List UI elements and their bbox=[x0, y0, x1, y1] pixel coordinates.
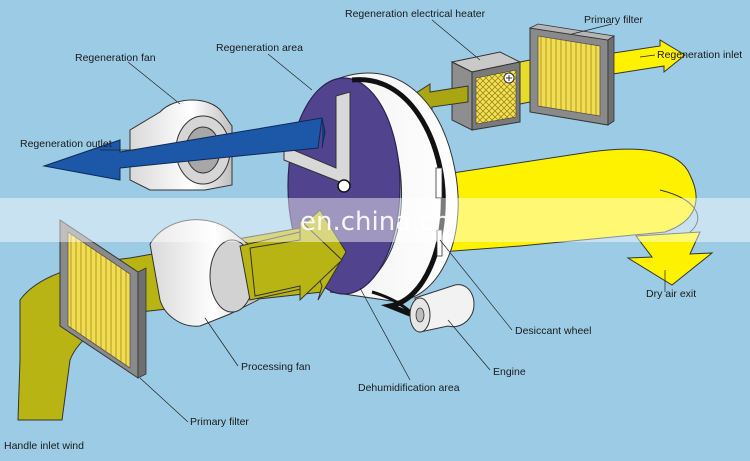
label-handle-inlet-wind: Handle inlet wind bbox=[4, 440, 84, 452]
primary-filter-top bbox=[530, 24, 614, 125]
label-engine: Engine bbox=[493, 366, 526, 378]
label-regeneration-electrical-heater: Regeneration electrical heater bbox=[345, 8, 486, 20]
label-desiccant-wheel: Desiccant wheel bbox=[515, 325, 591, 337]
wheel-slot bbox=[436, 168, 442, 198]
label-regeneration-inlet: Regeneration inlet bbox=[657, 49, 742, 61]
label-processing-fan: Processing fan bbox=[241, 361, 311, 373]
heater-feed-duct bbox=[520, 60, 530, 104]
label-regeneration-outlet: Regeneration outlet bbox=[20, 138, 112, 150]
label-regeneration-area: Regeneration area bbox=[216, 42, 303, 54]
label-dry-air-exit: Dry air exit bbox=[646, 288, 696, 300]
wheel-hub bbox=[338, 180, 350, 192]
label-primary-filter-top: Primary filter bbox=[584, 14, 643, 26]
watermark-text: en.china.cn bbox=[300, 207, 450, 237]
label-primary-filter-bottom: Primary filter bbox=[190, 416, 249, 428]
label-dehumidification-area: Dehumidification area bbox=[358, 382, 460, 394]
label-regeneration-fan: Regeneration fan bbox=[75, 52, 156, 64]
